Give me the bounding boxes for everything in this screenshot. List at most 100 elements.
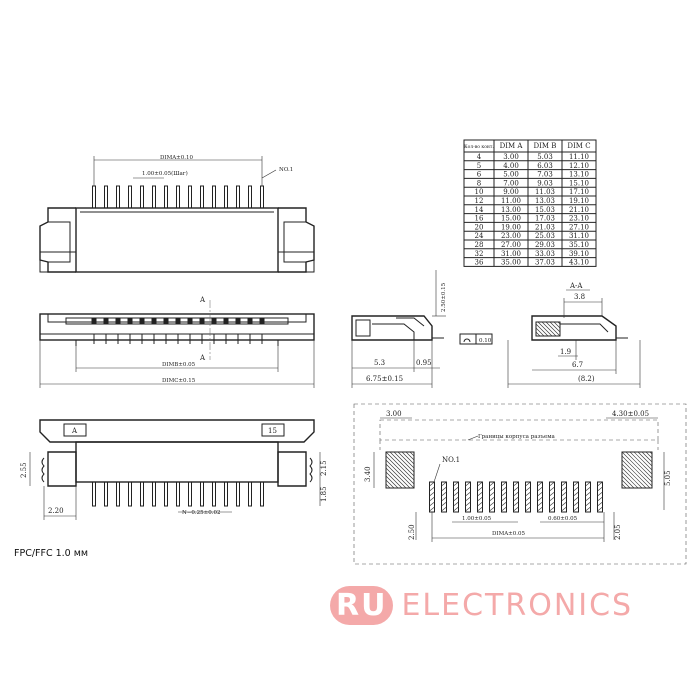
fp-pad-hatch [513,496,519,502]
fp-pad-hatch [429,491,435,497]
fp-pad-hatch [489,486,495,492]
top-pin [92,185,96,209]
hatch-line [405,451,415,461]
fp-430-label: 4.30±0.05 [612,410,649,418]
hatch-line [621,451,653,483]
front-pin [91,318,97,324]
top-pin [212,185,216,209]
hatch-line [621,459,651,489]
fp-pad-hatch [489,506,495,512]
fp-right-pad [621,451,653,489]
table-cell: 27.00 [501,241,521,249]
table-cell: 4 [477,153,482,161]
top-pin [248,185,252,209]
fp-pad-hatch [465,496,471,502]
table-cell: 23.10 [569,215,589,223]
mark-15: 15 [268,427,277,435]
fp-pad-hatch [549,491,555,497]
fp-pad-hatch [513,501,519,507]
table-cell: 16 [475,215,484,223]
table-cell: 6 [477,171,482,179]
hatch-line [393,451,415,473]
table-header: DIM C [567,142,590,150]
hatch-line [557,321,561,325]
fp-pad-hatch [585,481,591,487]
table-cell: 12.10 [569,162,589,170]
fp-pad-hatch [573,501,579,507]
hatch-line [545,321,561,337]
hatch-line [385,479,395,489]
table-cell: 19.00 [501,223,521,231]
fp-left-pad [385,451,415,489]
width-19-label: 1.9 [560,348,571,356]
hatch-line [535,323,549,337]
fp-pad-hatch [501,491,507,497]
table-cell: 36 [475,259,484,267]
height-215-label: 2.15 [320,460,328,476]
bottom-pin [164,481,168,507]
bottom-pin [92,481,96,507]
table-cell: 17.10 [569,188,589,196]
table-cell: 13.03 [535,197,555,205]
table-cell: 11.00 [501,197,521,205]
table-cell: 31.10 [569,232,589,240]
fp-pad-hatch [525,496,531,502]
hatch-line [385,459,415,489]
fp-pad-hatch [585,486,591,492]
table-cell: 19.10 [569,197,589,205]
front-pin [127,318,133,324]
top-pin [104,185,108,209]
fp-no1-label: NO.1 [442,456,460,464]
front-view: A A DIMB±0.05 DIMC±0.15 [39,296,315,388]
fp-pad-hatch [549,501,555,507]
table-header: DIM A [500,142,524,150]
fp-pad-hatch [501,501,507,507]
top-pin [128,185,132,209]
fp-pad-hatch [525,501,531,507]
hatch-line [535,327,545,337]
watermark-text: ELECTRONICS [401,588,634,623]
fp-pad-hatch [549,506,555,512]
table-cell: 37.03 [535,259,555,267]
fp-pad-hatch [573,486,579,492]
bottom-pin [116,481,120,507]
hatch-line [549,321,561,333]
hatch-line [409,451,415,457]
fp-pad-hatch [453,486,459,492]
pcb-footprint: 3.00 4.30±0.05 Границы корпуса разъема N… [353,403,687,565]
fp-pad-hatch [429,486,435,492]
front-pin [223,318,229,324]
fp-340-label: 3.40 [364,466,372,482]
fp-pad-hatch [525,491,531,497]
hatch-line [541,321,557,337]
fp-pad-hatch [477,486,483,492]
fp-pad-hatch [585,496,591,502]
fp-pad-hatch [537,491,543,497]
hatch-line [621,463,647,489]
table-cell: 12 [475,197,484,205]
table-cell: 35.00 [501,259,521,267]
bottom-pin [224,481,228,507]
table-cell: 9.00 [503,188,519,196]
fp-pad-hatch [525,481,531,487]
pitch-label: 1.00±0.05(Шаг) [142,170,188,177]
front-pin [259,318,265,324]
table-cell: 11.10 [569,153,589,161]
top-pin [164,185,168,209]
hatch-line [637,451,653,467]
top-view: DIMA±0.10 1.00±0.05(Шаг) NO.1 [39,155,315,273]
table-cell: 31.00 [501,250,521,258]
fp-pad-hatch [513,486,519,492]
table-cell: 7.03 [537,171,553,179]
side-view: 2.50±0.15 0.10 5.3 0.95 6.75±0.15 [351,270,493,388]
fp-pad-hatch [465,486,471,492]
fp-pad-hatch [561,491,567,497]
top-pin [200,185,204,209]
section-hatching [535,321,561,337]
width-675-label: 6.75±0.15 [366,375,403,383]
top-pin [116,185,120,209]
fp-505-label: 5.05 [664,470,672,486]
